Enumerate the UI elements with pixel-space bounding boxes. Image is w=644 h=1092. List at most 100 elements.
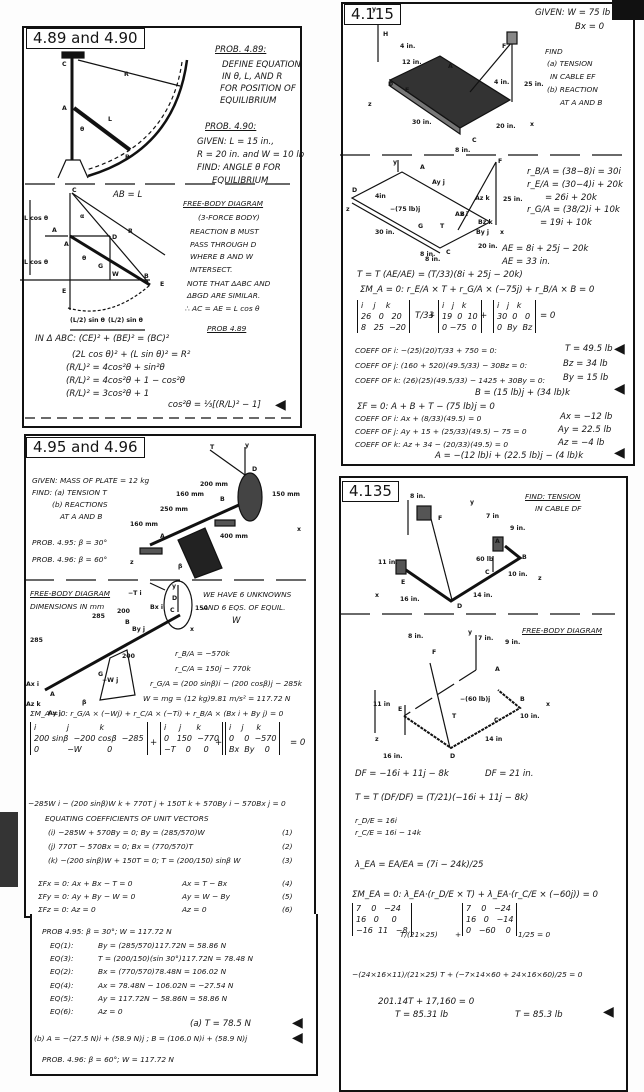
figure-label: 7 in: [486, 513, 499, 520]
vector-line: r_B/A = (38−8)i = 30i: [527, 167, 621, 177]
figure-label: z: [130, 559, 134, 566]
figure-label: L cos θ: [24, 259, 49, 266]
find-line: FIND: TENSION: [525, 492, 581, 501]
figure-label: C: [72, 187, 77, 194]
find-line: IN CABLE EF: [550, 72, 596, 81]
figure-label: A: [62, 105, 67, 112]
figure-label: x: [297, 526, 301, 533]
free-body-diagram-4-135: [374, 635, 522, 750]
fbd-note: AND 6 EQS. OF EQUIL.: [203, 603, 286, 612]
matrix-row: 30 0 0: [497, 312, 531, 321]
figure-label: 25 in.: [524, 81, 544, 88]
figure-label: 11 in: [373, 701, 391, 708]
matrix-row: 26 0 20: [361, 312, 402, 321]
figure-label: F: [438, 515, 443, 522]
text-line: −285W i − (200 sinβ)W k + 770T j + 150T …: [28, 799, 286, 808]
equation: (k) −(200 sinβ)W + 150T = 0; T = (200/15…: [48, 856, 241, 865]
fbd-note: FREE-BODY DIAGRAM: [183, 199, 264, 208]
answer: (a) T = 78.5 N: [190, 1019, 251, 1029]
matrix-operator: = 0: [540, 311, 556, 321]
figure-label: 8 in.: [420, 251, 436, 258]
figure-label: E: [401, 579, 406, 586]
vector-line: AE = 33 in.: [502, 257, 551, 267]
find-line: IN CABLE DF: [535, 504, 582, 513]
problem-note: EQUILIBRIUM: [220, 96, 277, 106]
figure-label: β: [82, 699, 87, 706]
fbd-note: NOTE THAT ΔABC AND: [187, 279, 271, 288]
problem-note: IN θ, L, AND R: [222, 72, 283, 82]
vector-line: r_B/A = −570k: [175, 649, 230, 658]
text-line: AB = L: [113, 190, 143, 200]
coeff-line: COEFF OF k: (26)(25)(49.5/33) − 1425 + 3…: [355, 376, 546, 385]
answer-marker: ◀: [275, 397, 286, 413]
figure-label: E: [398, 706, 403, 713]
figure-label: 11 in.: [378, 559, 398, 566]
problem-note: EQUILIBRIUM: [212, 176, 269, 186]
vector-line: AE = 8i + 25j − 20k: [502, 244, 589, 254]
solution-line: Ax = 78.48N − 106.02N = −27.54 N: [98, 981, 234, 990]
fbd-note: WHERE B AND W: [190, 252, 254, 261]
figure-label: 4 in.: [494, 79, 510, 86]
fbd-note: (3-FORCE BODY): [198, 213, 260, 222]
free-body-diagram-4-95: [44, 580, 193, 701]
figure-label: Az k: [475, 195, 490, 202]
figure-label: y: [372, 6, 377, 13]
text-line: r_D/E = 16i: [355, 816, 397, 825]
figure-label: D: [352, 187, 358, 194]
figure-label: y: [468, 629, 473, 636]
figure-label: 14 in.: [473, 592, 493, 599]
figure-label: 160 mm: [130, 521, 158, 528]
figure-label: z: [346, 206, 350, 213]
problem-note: DEFINE EQUATION: [222, 60, 301, 70]
figure-label: 7 in.: [478, 635, 494, 642]
text-line: PROB. 4.96: β = 60°; W = 117.72 N: [42, 1055, 174, 1064]
figure-label: 30 in.: [375, 229, 395, 236]
matrix-row: i j k: [34, 723, 105, 732]
problem-title: 4.135: [342, 481, 399, 502]
given-line: (b) REACTIONS: [52, 500, 108, 509]
matrix-row: 0 0 −570: [229, 734, 277, 743]
figure-label: z: [368, 101, 372, 108]
figure-label: 200 mm: [200, 481, 228, 488]
figure-label: B: [125, 619, 130, 626]
figure-label: y: [470, 499, 475, 506]
matrix-row: 0 150 −770: [164, 734, 220, 743]
equation: Ay = W − By: [182, 892, 230, 901]
fbd-note: ∴ AC = AE = L cos θ: [185, 304, 260, 313]
matrix-row: 200 sinβ −200 cosβ −285: [34, 734, 144, 743]
figure-label: (L/2) sin θ: [108, 317, 143, 324]
scan-edge-top-right: [612, 0, 644, 20]
vector-line: r_E/A = (30−4)i + 20k: [527, 180, 623, 190]
matrix-row: Bx By 0: [229, 745, 270, 754]
free-body-diagram-4-115: [350, 160, 497, 254]
scan-edge-left: [0, 812, 18, 887]
figure-label: B: [220, 496, 225, 503]
given-line: FIND: (a) TENSION T: [32, 488, 107, 497]
figure-label: D: [457, 603, 463, 610]
equation: Az = 0: [182, 905, 207, 914]
figure-label: 16 in.: [383, 753, 403, 760]
text-line: EQUATING COEFFICIENTS OF UNIT VECTORS: [45, 814, 209, 823]
figure-label: 200: [122, 653, 135, 660]
matrix-row: 19 0 10: [442, 312, 478, 321]
problem-note: FOR POSITION OF: [220, 84, 296, 94]
figure-label: L: [108, 116, 112, 123]
problem-note: FIND: ANGLE θ FOR: [197, 163, 281, 173]
figure-label: T: [210, 444, 215, 451]
figure-label: B: [522, 554, 527, 561]
figure-label: 9 in.: [510, 525, 526, 532]
answer-marker: ◀: [614, 381, 625, 397]
problem-note: GIVEN: L = 15 in.,: [197, 137, 274, 147]
figure-label: T: [440, 223, 445, 230]
figure-label: D: [252, 466, 258, 473]
figure-label: 10 in.: [520, 713, 540, 720]
problem-4-95-solution-panel: [30, 914, 318, 1076]
fbd-heading: FREE-BODY DIAGRAM: [522, 626, 603, 635]
equation-number: (5): [282, 892, 293, 901]
coeff-line: COEFF OF j: Ay + 15 + (25/33)(49.5) − 75…: [355, 427, 527, 436]
result: T = 49.5 lb: [565, 344, 613, 354]
figure-label: A: [495, 666, 500, 673]
result: Ay = 22.5 lb: [558, 425, 612, 435]
